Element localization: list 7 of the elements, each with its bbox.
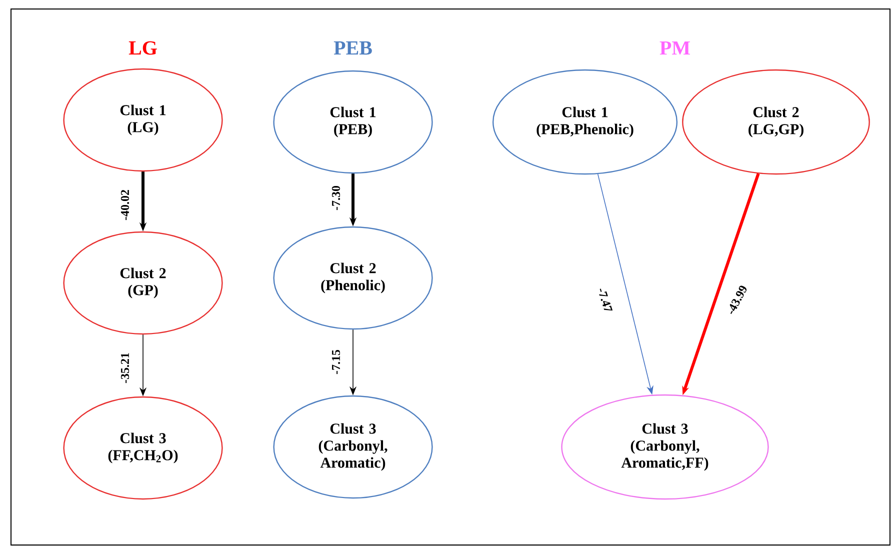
edge-label: -7.15 <box>330 348 342 376</box>
column-heading: PM <box>660 41 690 55</box>
edge-label: -40.02 <box>120 188 130 222</box>
edge-label: -7.30 <box>330 184 342 212</box>
edge-label: -7.47 <box>596 286 614 314</box>
edge-label: -43.99 <box>724 283 750 317</box>
edge-label: -35.21 <box>120 352 130 384</box>
